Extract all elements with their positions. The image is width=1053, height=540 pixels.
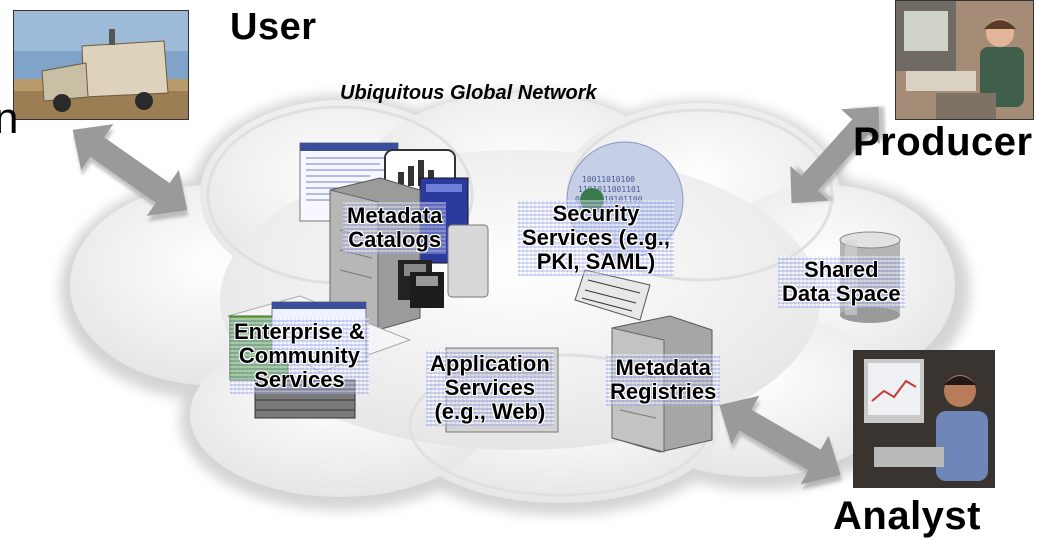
- metadata-registries-line-1: Metadata: [615, 355, 711, 380]
- metadata-catalogs-line-2: Catalogs: [348, 227, 442, 252]
- user-arrow: [72, 124, 189, 222]
- application-services-line-3: (e.g., Web): [434, 399, 546, 424]
- svg-text:1010001100110: 1010001100110: [578, 205, 641, 214]
- shared-data-space-line-1: Shared: [804, 257, 879, 282]
- application-illustration: [445, 347, 559, 433]
- security-services-line-2: Services (e.g.,: [522, 225, 670, 250]
- svg-text:01000110101100: 01000110101100: [575, 195, 643, 204]
- metadata-catalogs-label: Metadata Catalogs: [343, 202, 446, 254]
- application-services-label: Application Services (e.g., Web): [426, 350, 554, 426]
- left-edge-glyph: n: [0, 94, 19, 143]
- security-services-label: Security Services (e.g., PKI, SAML): [518, 200, 674, 276]
- enterprise-services-line-1: Enterprise &: [234, 319, 365, 344]
- database-icon: [839, 231, 901, 323]
- network-title: Ubiquitous Global Network: [340, 82, 597, 104]
- shared-data-space-line-2: Data Space: [782, 281, 901, 306]
- metadata-registries-line-2: Registries: [610, 379, 717, 404]
- metadata-registries-label: Metadata Registries: [606, 354, 720, 406]
- enterprise-services-line-2: Community: [238, 343, 360, 368]
- metadata-catalogs-line-1: Metadata: [347, 203, 443, 228]
- vehicle-photo: [13, 10, 189, 120]
- application-services-line-1: Application: [430, 351, 550, 376]
- enterprise-illustration: [226, 295, 412, 419]
- enterprise-services-line-3: Services: [254, 367, 345, 392]
- security-seal-icon: 10011010100 1101011001101 01000110101100…: [566, 141, 684, 321]
- analyst-arrow: [719, 395, 843, 490]
- user-label: User: [230, 6, 317, 48]
- analyst-label: Analyst: [833, 494, 981, 538]
- security-services-line-1: Security: [552, 201, 640, 226]
- shared-data-space-label: Shared Data Space: [778, 256, 905, 308]
- svg-text:1101011001101: 1101011001101: [578, 185, 641, 194]
- producer-label: Producer: [853, 120, 1033, 164]
- registry-server-icon: [611, 315, 713, 453]
- enterprise-services-label: Enterprise & Community Services: [230, 318, 369, 394]
- svg-text:10011010100: 10011010100: [582, 175, 635, 184]
- disk-icon: [398, 224, 489, 308]
- analyst-photo: [853, 350, 995, 488]
- security-services-line-3: PKI, SAML): [536, 249, 656, 274]
- producer-photo: [895, 0, 1034, 120]
- application-services-line-2: Services: [444, 375, 536, 400]
- server-icon: [329, 177, 421, 331]
- producer-arrow: [790, 106, 886, 204]
